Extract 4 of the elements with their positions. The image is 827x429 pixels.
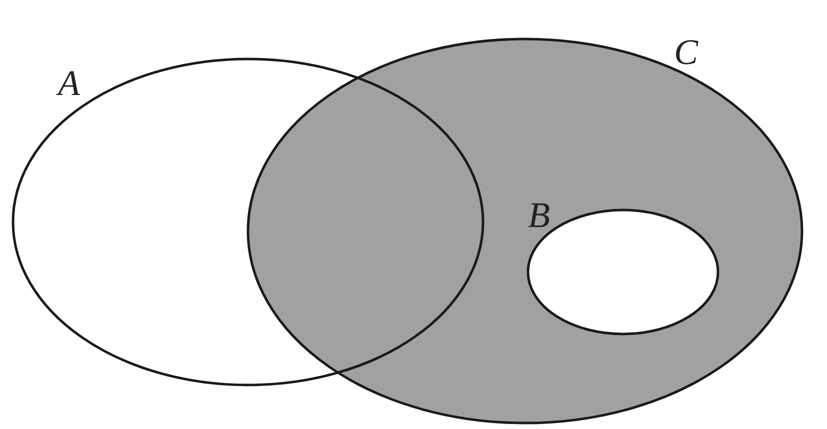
set-label: B xyxy=(528,197,550,233)
set-label: C xyxy=(674,34,698,70)
set-label: A xyxy=(58,65,80,101)
set-ellipse xyxy=(11,57,485,387)
